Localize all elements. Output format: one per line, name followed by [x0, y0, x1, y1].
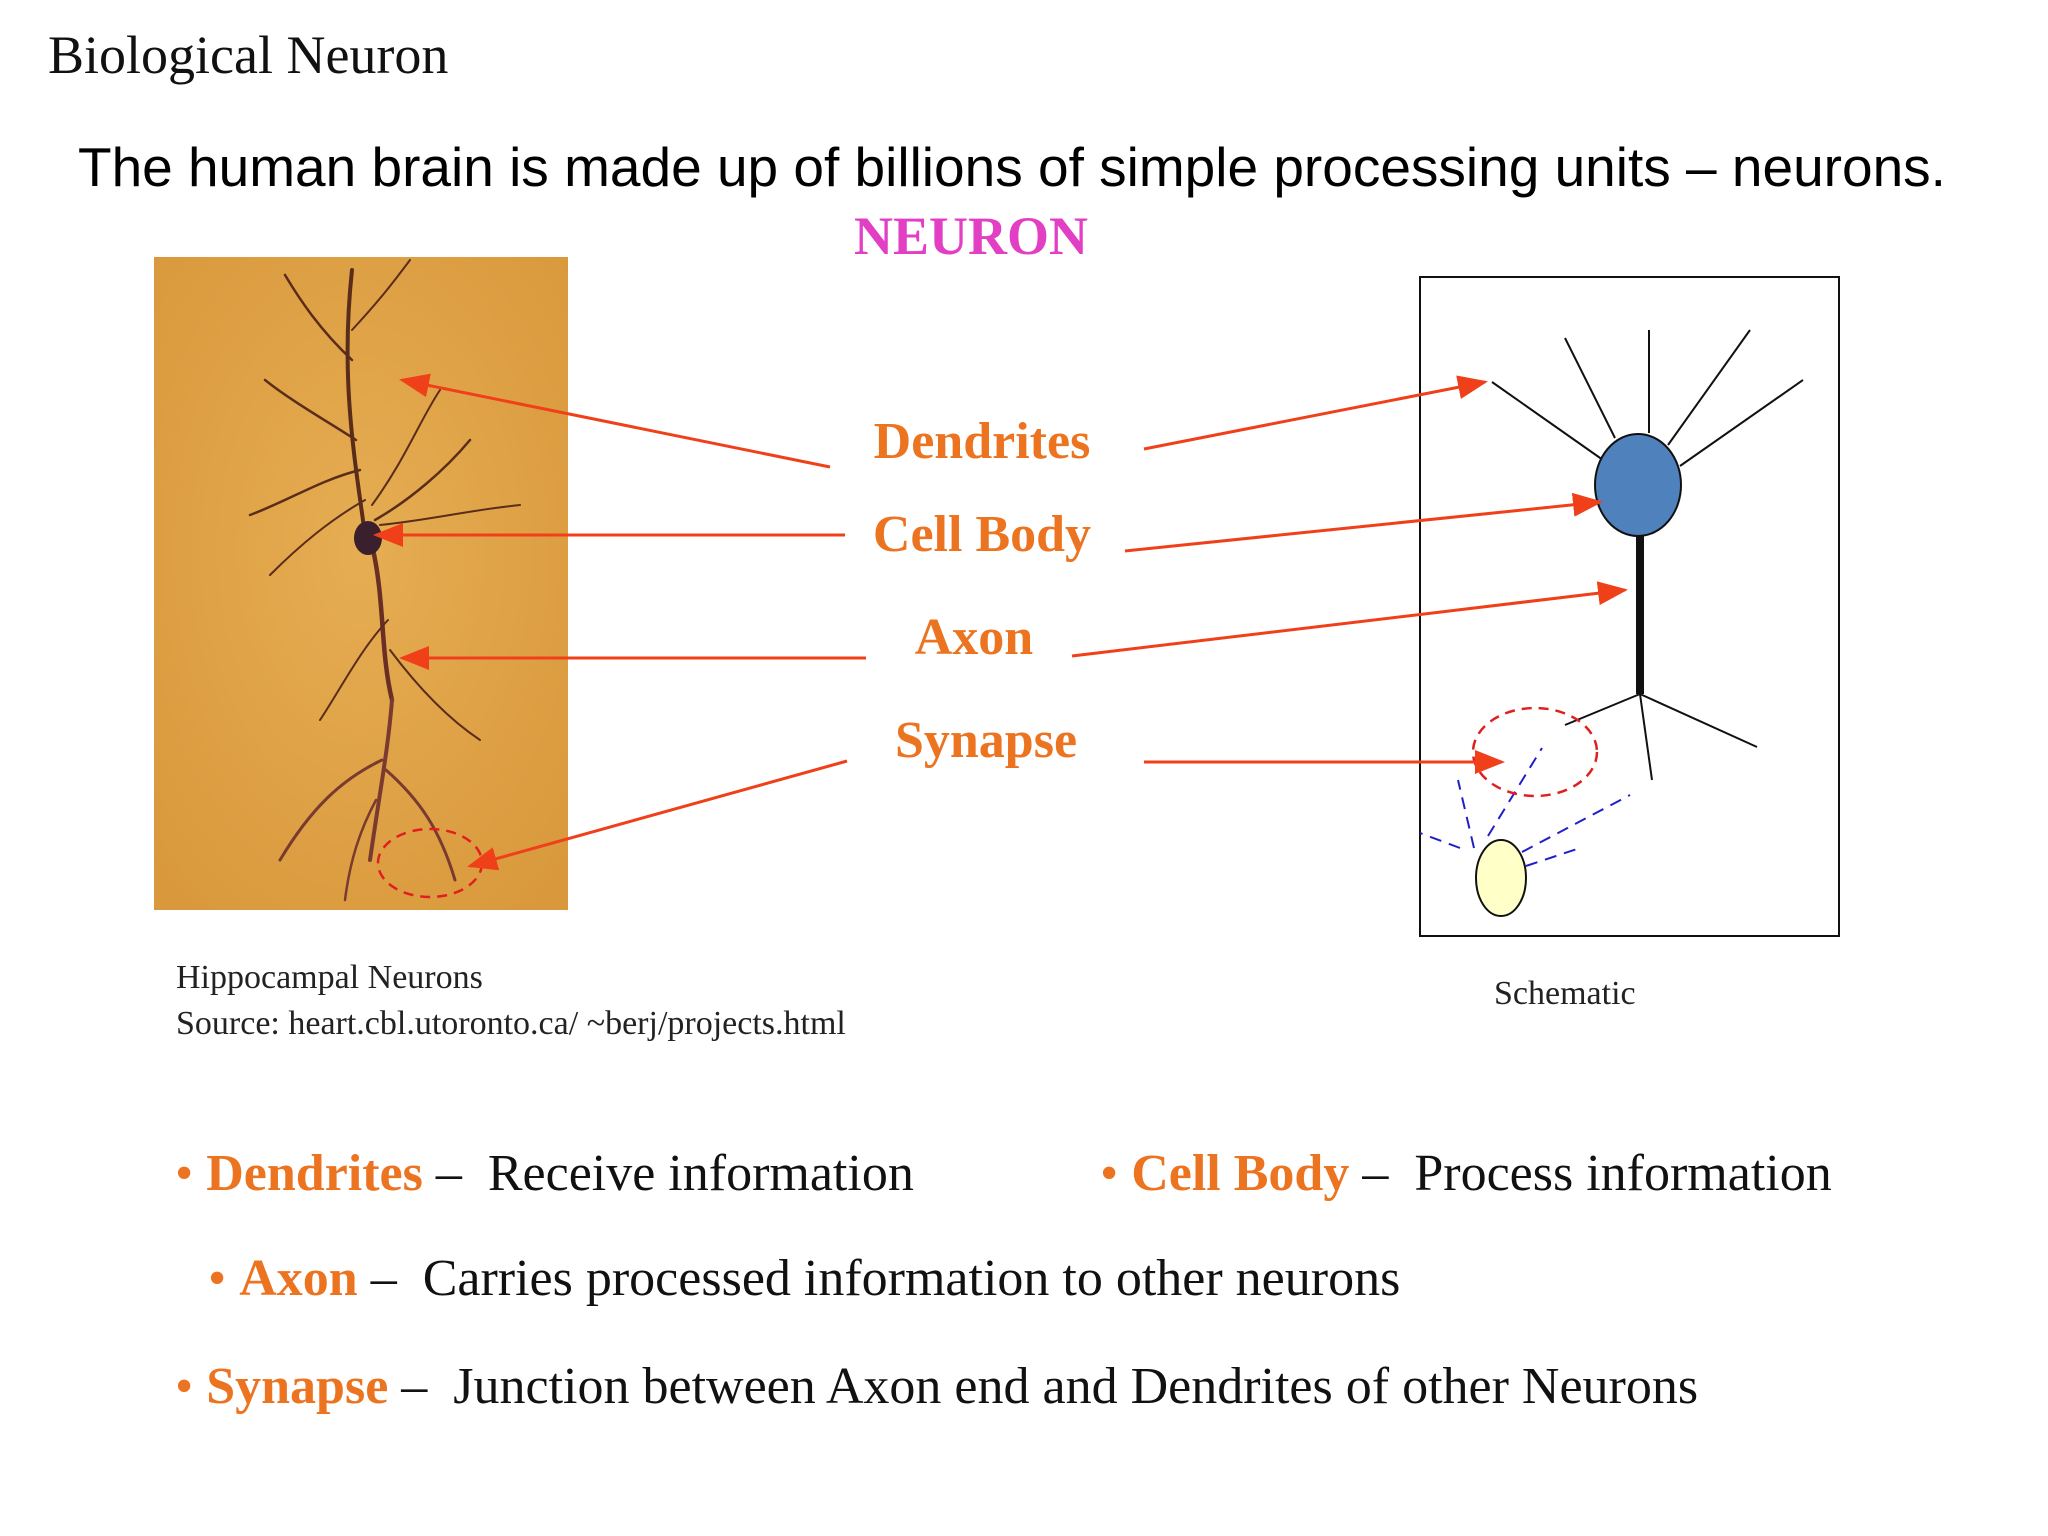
label-dendrites: Dendrites — [874, 413, 1091, 470]
bullet-term-axon: Axon — [239, 1250, 358, 1307]
arrow-cell-body-schematic — [1124, 492, 1603, 553]
headline: The human brain is made up of billions o… — [78, 136, 1946, 198]
label-axon: Axon — [915, 609, 1034, 666]
bullet-dash: – — [401, 1358, 428, 1415]
schematic-cell-body — [1594, 433, 1682, 537]
photo-caption: Hippocampal Neurons Source: heart.cbl.ut… — [176, 955, 846, 1047]
bullet-axon: • Axon – Carries processed information t… — [208, 1249, 1400, 1308]
bullet-text-dendrites: Receive information — [487, 1145, 914, 1202]
photo-background — [154, 257, 568, 910]
schematic-target-cell — [1475, 839, 1527, 917]
arrow-dendrites-photo — [399, 373, 831, 469]
schematic-synapse-marker — [1471, 706, 1599, 798]
arrow-axon-schematic — [1071, 581, 1628, 658]
photo-caption-source: Source: heart.cbl.utoronto.ca/ ~berj/pro… — [176, 1005, 846, 1042]
schematic-dendrites — [1491, 329, 1804, 467]
photo-neuron-branches — [248, 259, 521, 902]
bullet-dendrites: • Dendrites – Receive information — [175, 1144, 914, 1203]
neuron-heading: NEURON — [854, 206, 1089, 266]
arrow-dendrites-schematic — [1143, 375, 1488, 451]
bullet-dash: – — [435, 1145, 462, 1202]
bullet-marker: • — [1100, 1145, 1119, 1202]
bullet-cell-body: • Cell Body – Process information — [1100, 1144, 1832, 1203]
photo-arrows — [373, 373, 866, 871]
bullet-marker: • — [175, 1145, 194, 1202]
bullet-term-cell-body: Cell Body — [1131, 1145, 1350, 1202]
schematic-arrows — [1071, 375, 1628, 774]
schematic-connections — [1419, 747, 1631, 867]
neuron-photo — [154, 257, 568, 910]
photo-cell-body — [354, 521, 382, 555]
schematic-caption: Schematic — [1494, 975, 1636, 1012]
photo-caption-title: Hippocampal Neurons — [176, 959, 483, 996]
bullet-term-synapse: Synapse — [206, 1358, 389, 1415]
bullet-text-synapse: Junction between Axon end and Dendrites … — [453, 1358, 1699, 1415]
bullet-synapse: • Synapse – Junction between Axon end an… — [175, 1357, 1698, 1416]
label-cell-body: Cell Body — [873, 506, 1091, 563]
bullet-marker: • — [175, 1358, 194, 1415]
bullet-dash: – — [1362, 1145, 1389, 1202]
arrow-synapse-photo — [467, 759, 848, 871]
bullet-term-dendrites: Dendrites — [206, 1145, 423, 1202]
slide-title: Biological Neuron — [48, 25, 449, 85]
label-synapse: Synapse — [895, 712, 1077, 769]
bullet-marker: • — [208, 1250, 227, 1307]
bullet-dash: – — [370, 1250, 397, 1307]
bullet-text-cell-body: Process information — [1414, 1145, 1832, 1202]
bullet-text-axon: Carries processed information to other n… — [422, 1250, 1401, 1307]
